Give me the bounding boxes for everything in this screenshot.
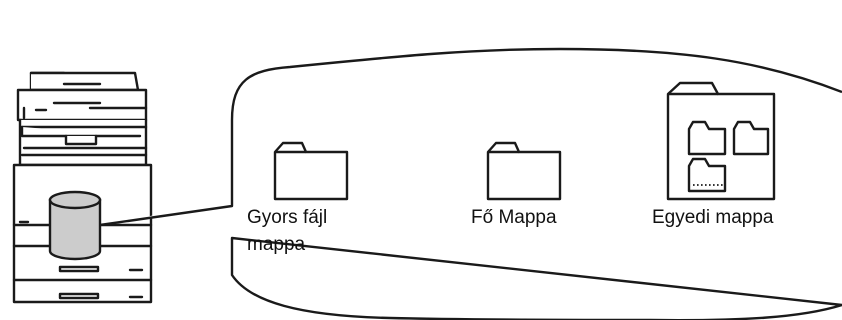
hard-drive-icon xyxy=(48,190,102,261)
folder-label-custom: Egyedi mappa xyxy=(652,207,774,228)
folder-icon xyxy=(273,141,349,201)
folder-label-quick-file-line2: mappa xyxy=(247,234,306,255)
folder-icon xyxy=(486,141,562,201)
folder-label-main: Fő Mappa xyxy=(471,207,557,228)
printer-icon xyxy=(12,71,153,304)
custom-folder-icon xyxy=(666,81,776,201)
folder-label-quick-file: Gyors fájl xyxy=(247,207,328,228)
